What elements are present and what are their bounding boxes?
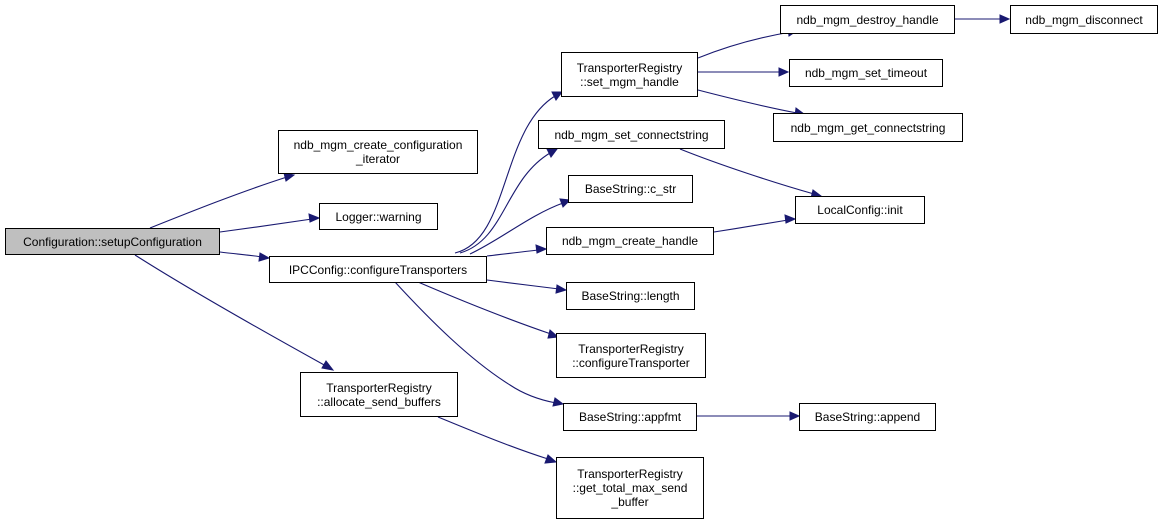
- node-label: BaseString::appfmt: [578, 410, 682, 424]
- arrowhead: [999, 14, 1011, 24]
- edge-configure-length: [486, 279, 560, 290]
- arrowhead: [535, 244, 548, 254]
- edge-set-mgm-destroy: [697, 31, 792, 59]
- node-label: ndb_mgm_create_handle: [561, 234, 699, 248]
- node-label: ndb_mgm_set_connectstring: [554, 127, 709, 142]
- edge-configure-c-str: [469, 202, 564, 255]
- edge-alloc-get-total: [437, 416, 549, 460]
- node-transporterregistry-configuretransporter[interactable]: TransporterRegistry ::configureTransport…: [556, 333, 706, 378]
- node-basestring-append[interactable]: BaseString::append: [799, 403, 936, 431]
- arrowhead: [555, 284, 568, 294]
- node-label: ndb_mgm_create_configuration _iterator: [293, 138, 463, 166]
- node-label: BaseString::length: [581, 289, 680, 303]
- arrowhead: [778, 67, 790, 77]
- node-label: Logger::warning: [335, 209, 422, 224]
- node-label: TransporterRegistry ::set_mgm_handle: [576, 60, 683, 89]
- node-label: ndb_mgm_destroy_handle: [796, 12, 939, 27]
- node-label: ndb_mgm_disconnect: [1025, 12, 1143, 27]
- arrowhead: [552, 397, 565, 407]
- edge-create-handle-local-init: [713, 219, 789, 233]
- node-label: TransporterRegistry ::allocate_send_buff…: [317, 380, 441, 409]
- node-ndb-mgm-set-timeout[interactable]: ndb_mgm_set_timeout: [789, 59, 943, 87]
- arrowhead: [551, 91, 563, 101]
- node-ndb-mgm-set-connectstring[interactable]: ndb_mgm_set_connectstring: [538, 120, 725, 149]
- edge-setup-alloc: [134, 254, 327, 367]
- arrowhead: [559, 198, 572, 208]
- node-label: BaseString::c_str: [584, 182, 677, 196]
- node-ndb-mgm-destroy-handle[interactable]: ndb_mgm_destroy_handle: [780, 5, 955, 34]
- node-label: ndb_mgm_set_timeout: [804, 66, 928, 80]
- node-ipcconfig-configuretransporters[interactable]: IPCConfig::configureTransporters: [269, 256, 487, 283]
- edge-setup-create-iter: [149, 176, 288, 229]
- edge-set-connect-local-init: [679, 148, 815, 195]
- node-ndb-mgm-create-handle[interactable]: ndb_mgm_create_handle: [546, 227, 714, 255]
- arrowhead: [321, 360, 335, 371]
- edge-setup-configure: [219, 251, 263, 258]
- node-label: IPCConfig::configureTransporters: [288, 262, 468, 277]
- node-transporterregistry-allocate-send-buffers[interactable]: TransporterRegistry ::allocate_send_buff…: [300, 372, 458, 417]
- edge-configure-create-handle: [486, 249, 540, 257]
- node-transporterregistry-get-total-max-send-buffer[interactable]: TransporterRegistry ::get_total_max_send…: [556, 457, 704, 519]
- node-label: BaseString::append: [814, 410, 921, 424]
- edge-configure-set-connect: [459, 152, 551, 254]
- node-ndb-mgm-disconnect[interactable]: ndb_mgm_disconnect: [1010, 5, 1158, 34]
- arrowhead: [283, 172, 296, 182]
- node-localconfig-init[interactable]: LocalConfig::init: [795, 196, 925, 224]
- node-label: TransporterRegistry ::configureTransport…: [572, 341, 690, 370]
- node-label: LocalConfig::init: [817, 203, 903, 217]
- arrowhead: [546, 148, 558, 158]
- node-label: Configuration::setupConfiguration: [23, 234, 202, 249]
- node-label: ndb_mgm_get_connectstring: [790, 120, 946, 135]
- edge-configure-set-mgm: [454, 95, 556, 254]
- edge-setup-warning: [219, 218, 313, 233]
- node-configuration-setupconfiguration[interactable]: Configuration::setupConfiguration: [5, 228, 220, 255]
- node-logger-warning[interactable]: Logger::warning: [319, 203, 438, 230]
- arrowhead: [789, 411, 801, 421]
- node-basestring-appfmt[interactable]: BaseString::appfmt: [563, 403, 697, 431]
- arrowhead: [258, 252, 271, 262]
- node-ndb-mgm-create-configuration-iterator[interactable]: ndb_mgm_create_configuration _iterator: [278, 130, 478, 174]
- arrowhead: [544, 454, 558, 464]
- node-ndb-mgm-get-connectstring[interactable]: ndb_mgm_get_connectstring: [773, 113, 963, 142]
- edge-configure-conf-transp: [417, 281, 552, 335]
- edge-configure-appfmt: [394, 281, 557, 404]
- node-basestring-length[interactable]: BaseString::length: [566, 282, 695, 310]
- edge-set-mgm-get-connect: [697, 89, 798, 114]
- node-label: TransporterRegistry ::get_total_max_send…: [572, 467, 688, 509]
- arrowhead: [784, 214, 797, 224]
- arrowhead: [547, 329, 560, 339]
- node-basestring-c-str[interactable]: BaseString::c_str: [568, 175, 693, 203]
- arrowhead: [308, 213, 321, 223]
- node-transporterregistry-set-mgm-handle[interactable]: TransporterRegistry ::set_mgm_handle: [561, 52, 698, 97]
